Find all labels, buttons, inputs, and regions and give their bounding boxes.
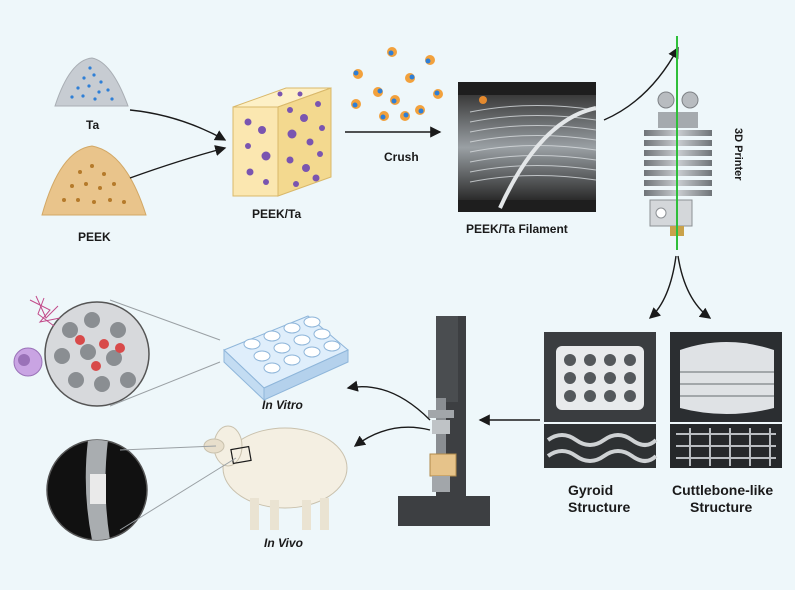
ta-label: Ta [86, 118, 100, 132]
well-plate [223, 315, 349, 402]
cuttlebone-label-line1: Cuttlebone-like [672, 482, 774, 498]
filament-label: PEEK/Ta Filament [466, 222, 568, 236]
in-vivo-label: In Vivo [264, 536, 303, 550]
cell-interaction-circle [44, 301, 150, 407]
gyroid-label-line2: Structure [568, 499, 631, 515]
sheep-illustration [203, 425, 348, 530]
invitro-callout-line-top [109, 299, 221, 341]
peek-to-composite-arrow [129, 145, 227, 179]
gyroid-label-line1: Gyroid [568, 482, 614, 498]
gyroid-structure-image [544, 332, 658, 468]
crushed-particles [351, 47, 443, 121]
peek-ta-cube [232, 87, 332, 197]
ta-powder-pile [54, 57, 129, 107]
cuttlebone-label-line2: Structure [690, 499, 753, 515]
xray-circle [46, 439, 148, 541]
in-vitro-label: In Vitro [262, 398, 303, 412]
fiber-network [29, 295, 61, 327]
peek-label: PEEK [78, 230, 111, 244]
invivo-callout-line-top [119, 445, 217, 451]
crush-label: Crush [384, 150, 419, 164]
filament-to-printer-arrow [603, 46, 679, 121]
mechanical-tester [398, 316, 490, 526]
tester-to-invivo-arrow [353, 426, 431, 447]
cuttlebone-structure-image [670, 332, 782, 468]
filament-spool-photo [458, 82, 597, 212]
printer-extruder [644, 36, 712, 250]
ta-to-composite-arrow [129, 109, 227, 141]
tester-to-invitro-arrow [346, 380, 431, 421]
peek-powder-pile [41, 145, 147, 216]
invitro-callout-line-bottom [109, 361, 221, 407]
printer-to-gyroid-arrow [648, 255, 677, 319]
invivo-callout-line-bottom [119, 457, 237, 531]
immune-cell [13, 347, 43, 377]
peek-ta-label: PEEK/Ta [252, 207, 302, 221]
printer-label: 3D Printer [732, 128, 744, 181]
printer-to-cuttlebone-arrow [677, 255, 712, 319]
